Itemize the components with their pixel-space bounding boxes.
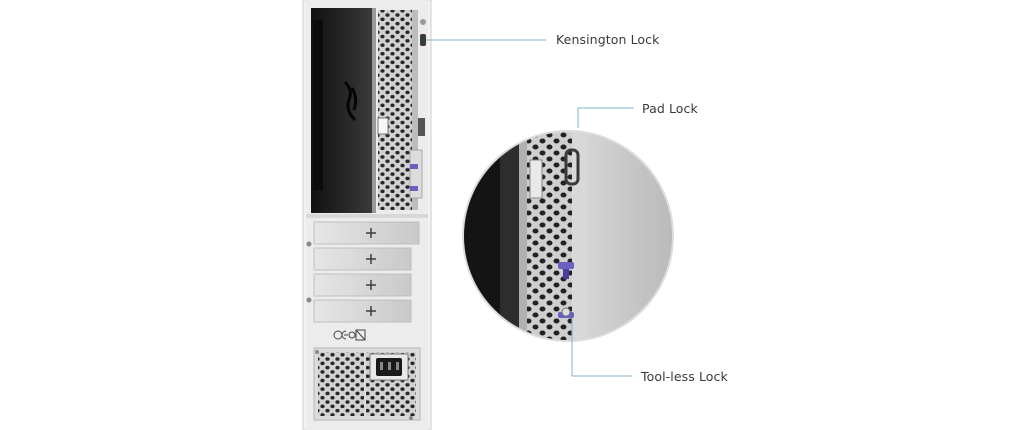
- toolless-lock: [558, 262, 574, 269]
- toolless-lock-small: [410, 164, 418, 169]
- power-supply: [313, 347, 421, 421]
- toolless-lock-label: Tool-less Lock: [641, 369, 728, 384]
- plus-icon: [366, 228, 376, 316]
- rear-vent: [378, 10, 412, 210]
- zoom-detail: [462, 130, 674, 342]
- expansion-slots: [306, 221, 420, 323]
- certification-marks: [333, 329, 366, 341]
- pad-lock-label: Pad Lock: [642, 101, 698, 116]
- padlock-ring: [564, 148, 580, 186]
- kensington-lock-label: Kensington Lock: [556, 32, 660, 47]
- toolless-callout-line: [571, 318, 632, 377]
- pc-chassis: [302, 0, 432, 430]
- kensington-slot: [420, 34, 426, 46]
- callout-lines: [426, 39, 634, 377]
- padlock-callout-line: [577, 107, 634, 128]
